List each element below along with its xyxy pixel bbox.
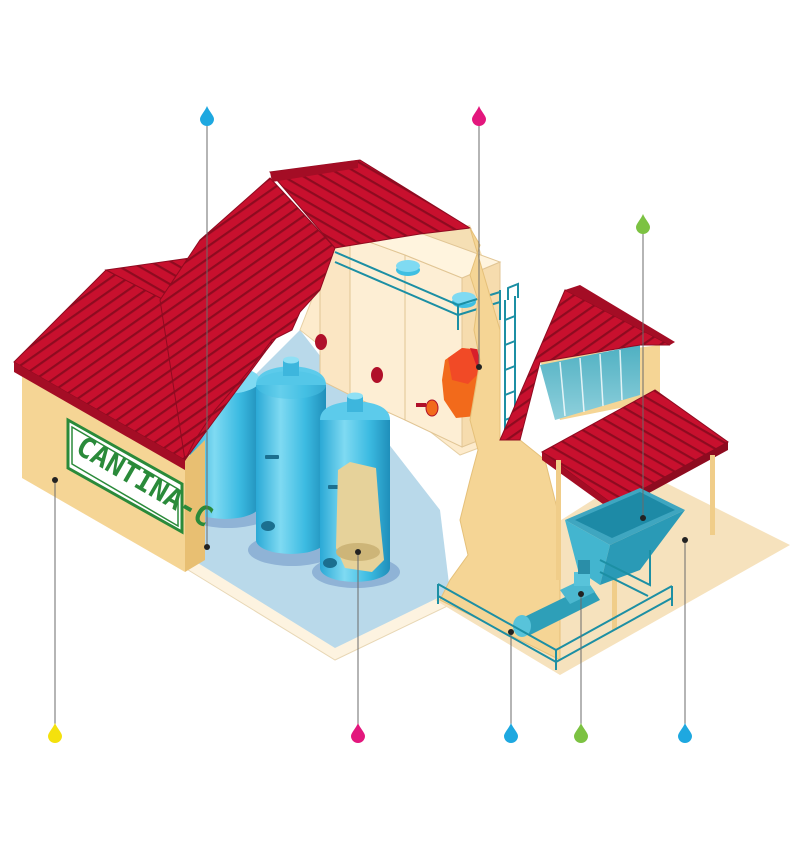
building-wall-drop-icon[interactable] bbox=[48, 723, 62, 743]
destemmer-anchor-dot bbox=[578, 591, 584, 597]
loading-yard-anchor-dot bbox=[682, 537, 688, 543]
crusher-drop-icon[interactable] bbox=[504, 723, 518, 743]
steel-tanks-anchor-dot bbox=[204, 544, 210, 550]
receiving-hopper-drop-icon[interactable] bbox=[636, 214, 650, 234]
fermenting-tank-drop-icon[interactable] bbox=[472, 106, 486, 126]
loading-yard-drop-icon[interactable] bbox=[678, 723, 692, 743]
fermenting-tank-anchor-dot bbox=[476, 364, 482, 370]
right-shed bbox=[439, 227, 675, 661]
crusher bbox=[513, 560, 600, 637]
wood-vats-anchor-dot bbox=[355, 549, 361, 555]
callouts bbox=[48, 106, 692, 743]
receiving-hopper bbox=[565, 488, 685, 585]
receiving-hopper-anchor-dot bbox=[640, 515, 646, 521]
wood-vats-drop-icon[interactable] bbox=[351, 723, 365, 743]
destemmer-drop-icon[interactable] bbox=[574, 723, 588, 743]
building-wall-anchor-dot bbox=[52, 477, 58, 483]
yard-railing bbox=[437, 550, 673, 670]
steel-tanks-drop-icon[interactable] bbox=[200, 106, 214, 126]
main-roof bbox=[159, 159, 472, 462]
crusher-anchor-dot bbox=[508, 629, 514, 635]
loading-canopy bbox=[541, 389, 729, 630]
